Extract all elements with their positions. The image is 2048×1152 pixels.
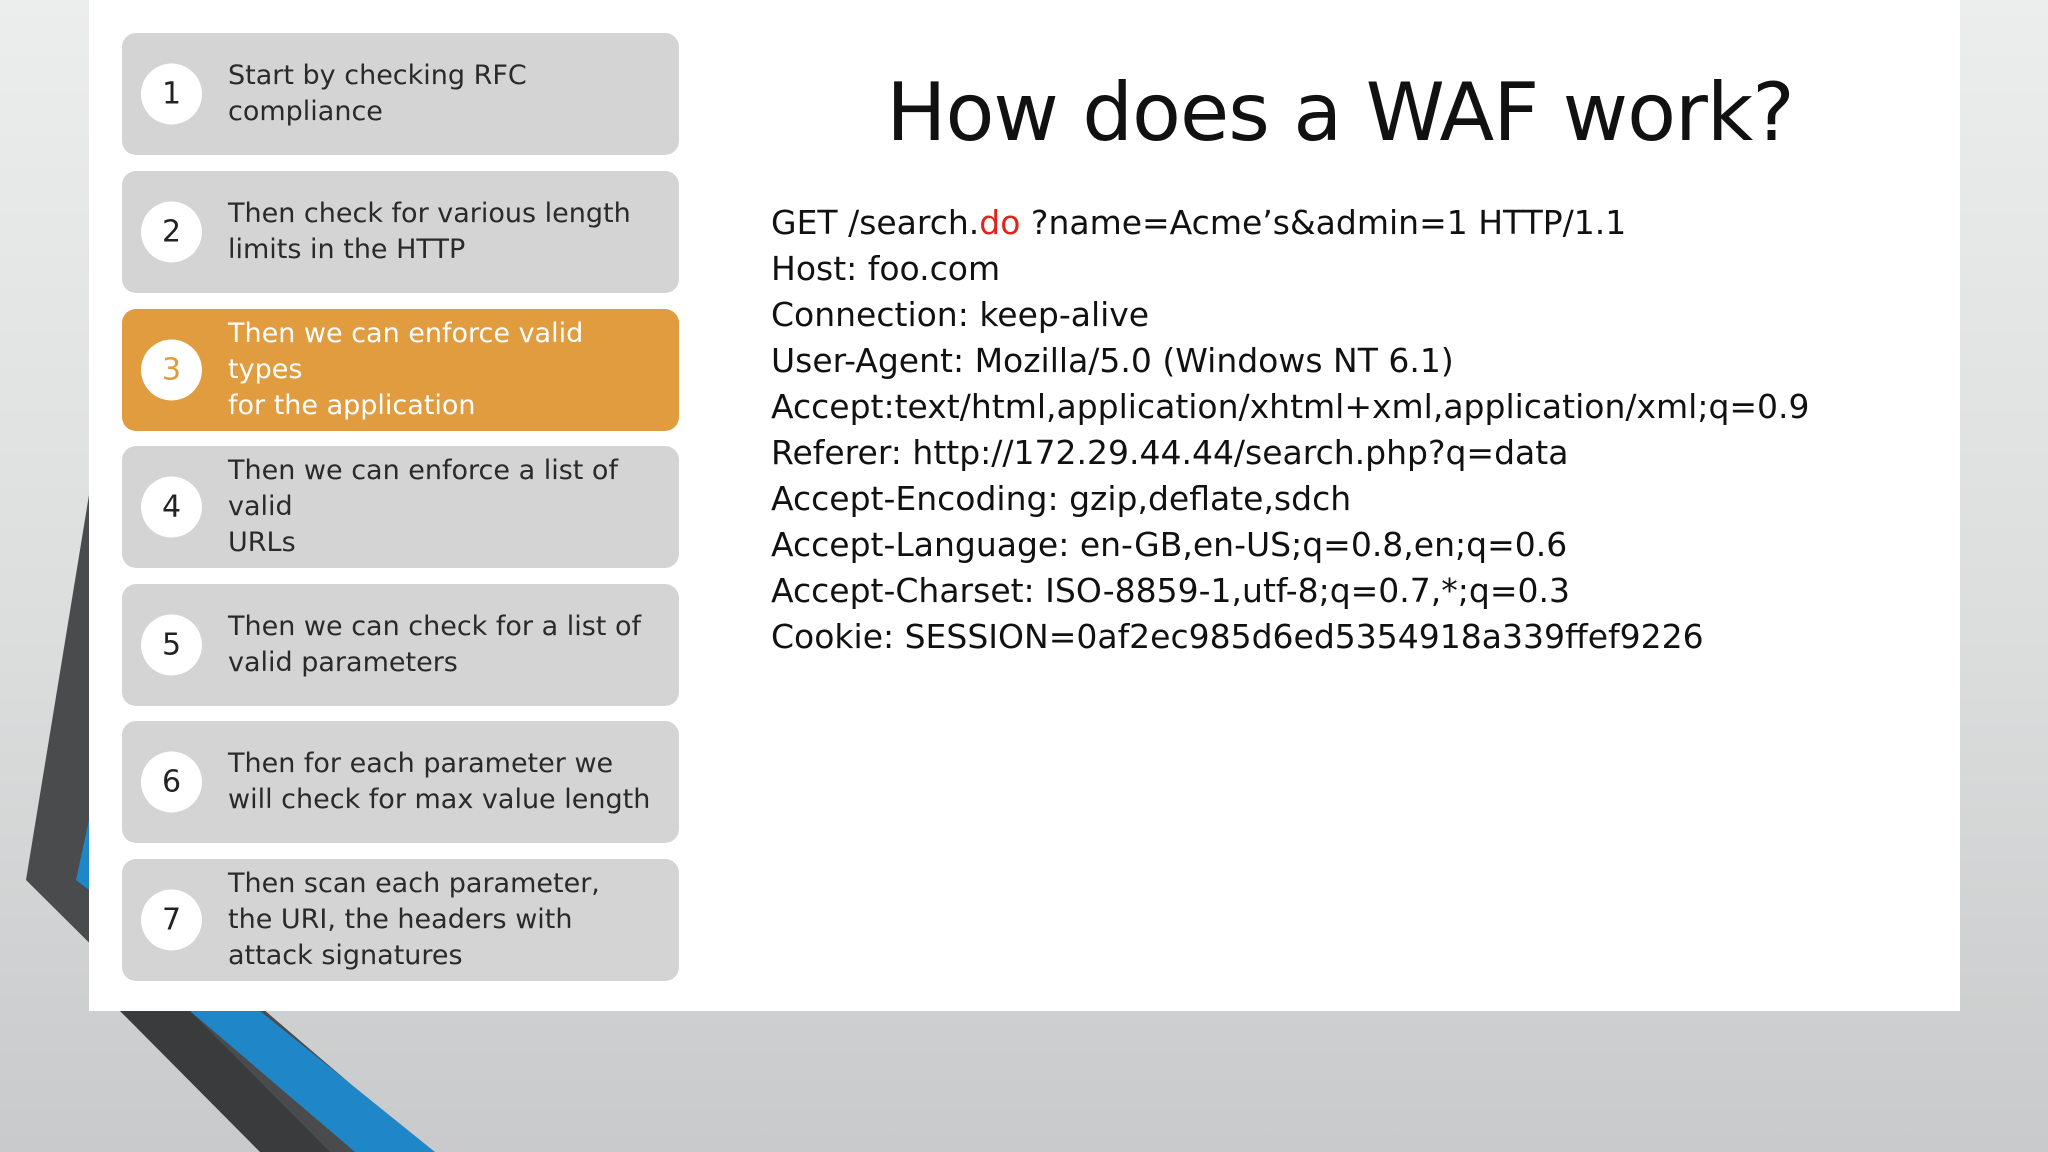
step-text: Then we can check for a list of valid pa… xyxy=(228,611,642,678)
step-number: 6 xyxy=(141,751,202,813)
step-text: Then check for various length limits in … xyxy=(228,198,631,265)
step-text: Then we can enforce valid types for the … xyxy=(228,318,584,421)
request-line: GET /search.do ?name=Acme’s&admin=1 HTTP… xyxy=(771,200,1810,246)
step-1: 1 Start by checking RFC compliance xyxy=(122,33,679,155)
step-3-active: 3 Then we can enforce valid types for th… xyxy=(122,309,679,431)
header-cookie: Cookie: SESSION=0af2ec985d6ed5354918a339… xyxy=(771,617,1704,656)
step-4: 4 Then we can enforce a list of valid UR… xyxy=(122,446,679,568)
header-accept-language: Accept-Language: en-GB,en-US;q=0.8,en;q=… xyxy=(771,525,1568,564)
request-line-suffix: ?name=Acme’s&admin=1 HTTP/1.1 xyxy=(1020,203,1627,242)
step-number: 2 xyxy=(141,201,202,263)
step-text: Then we can enforce a list of valid URLs xyxy=(228,455,618,558)
step-2: 2 Then check for various length limits i… xyxy=(122,171,679,293)
header-accept: Accept:text/html,application/xhtml+xml,a… xyxy=(771,387,1810,426)
header-connection: Connection: keep-alive xyxy=(771,295,1150,334)
header-host: Host: foo.com xyxy=(771,249,1001,288)
header-referer: Referer: http://172.29.44.44/search.php?… xyxy=(771,433,1569,472)
step-text: Then scan each parameter, the URI, the h… xyxy=(228,868,600,971)
header-user-agent: User-Agent: Mozilla/5.0 (Windows NT 6.1) xyxy=(771,341,1454,380)
step-text: Start by checking RFC compliance xyxy=(228,60,527,127)
header-accept-encoding: Accept-Encoding: gzip,deflate,sdch xyxy=(771,479,1352,518)
highlighted-extension: do xyxy=(979,203,1021,242)
step-6: 6 Then for each parameter we will check … xyxy=(122,721,679,843)
step-5: 5 Then we can check for a list of valid … xyxy=(122,584,679,706)
step-7: 7 Then scan each parameter, the URI, the… xyxy=(122,859,679,981)
slide-title: How does a WAF work? xyxy=(886,66,1794,159)
http-request-block: GET /search.do ?name=Acme’s&admin=1 HTTP… xyxy=(771,200,1810,660)
step-number: 1 xyxy=(141,63,202,125)
step-text: Then for each parameter we will check fo… xyxy=(228,748,651,815)
step-number: 3 xyxy=(141,339,202,401)
header-accept-charset: Accept-Charset: ISO-8859-1,utf-8;q=0.7,*… xyxy=(771,571,1570,610)
step-number: 7 xyxy=(141,889,202,951)
step-number: 4 xyxy=(141,476,202,538)
request-line-prefix: GET /search. xyxy=(771,203,980,242)
step-number: 5 xyxy=(141,614,202,676)
